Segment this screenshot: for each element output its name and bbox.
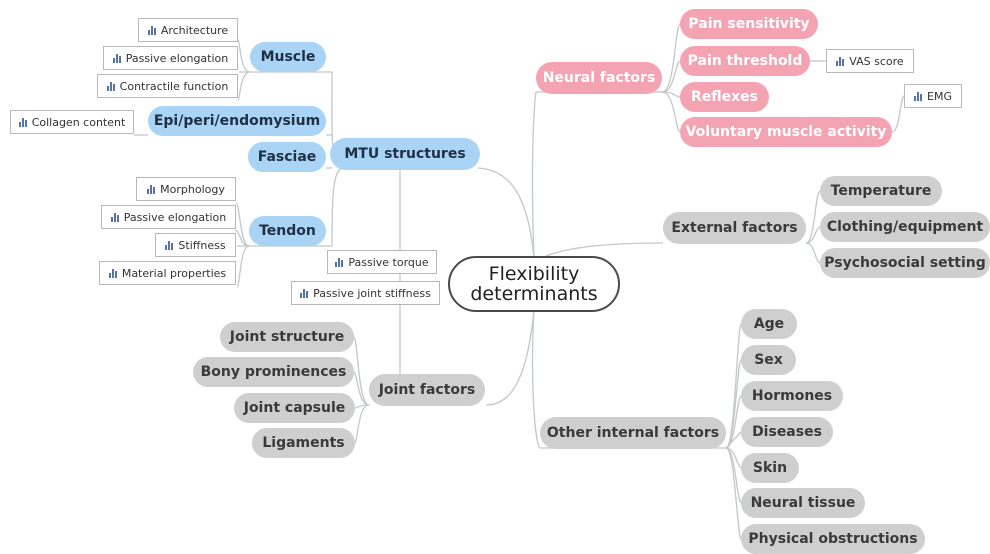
central-topic-line2: determinants [470, 283, 598, 305]
chart-icon [335, 257, 344, 267]
note-contractile-function[interactable]: Contractile function [97, 74, 238, 98]
chart-icon [110, 212, 120, 222]
pain-threshold-node[interactable]: Pain threshold [680, 46, 810, 76]
joint-factors-node[interactable]: Joint factors [369, 374, 485, 406]
note-label: Morphology [160, 182, 225, 196]
temperature-node[interactable]: Temperature [820, 176, 942, 206]
neural-tissue-node[interactable]: Neural tissue [741, 488, 865, 518]
voluntary-muscle-activity-node[interactable]: Voluntary muscle activity [680, 117, 892, 147]
note-label: Passive elongation [123, 210, 227, 224]
note-label: Stiffness [178, 238, 226, 252]
note-label: Passive elongation [125, 51, 229, 65]
note-material-properties[interactable]: Material properties [99, 261, 236, 285]
mtu-structures-node[interactable]: MTU structures [330, 138, 480, 170]
psychosocial-setting-node[interactable]: Psychosocial setting [820, 248, 990, 278]
clothing-equipment-node[interactable]: Clothing/equipment [820, 212, 990, 242]
chart-icon [165, 240, 174, 250]
note-architecture[interactable]: Architecture [138, 18, 238, 42]
note-muscle-passive-elongation[interactable]: Passive elongation [103, 46, 238, 70]
chart-icon [18, 117, 28, 127]
note-tendon-passive-elongation[interactable]: Passive elongation [101, 205, 236, 229]
note-label: Passive joint stiffness [313, 286, 431, 300]
note-label: Collagen content [31, 115, 126, 129]
note-passive-torque[interactable]: Passive torque [327, 250, 437, 274]
chart-icon [300, 288, 309, 298]
note-label: Passive torque [348, 255, 429, 269]
note-label: EMG [927, 89, 952, 103]
diseases-node[interactable]: Diseases [741, 417, 833, 447]
note-collagen-content[interactable]: Collagen content [10, 110, 134, 134]
external-factors-node[interactable]: External factors [663, 212, 806, 244]
note-label: VAS score [849, 54, 904, 68]
chart-icon [147, 25, 157, 35]
skin-node[interactable]: Skin [741, 453, 799, 483]
sex-node[interactable]: Sex [741, 345, 796, 375]
joint-capsule-node[interactable]: Joint capsule [234, 393, 355, 423]
note-morphology[interactable]: Morphology [136, 177, 236, 201]
physical-obstructions-node[interactable]: Physical obstructions [741, 524, 925, 554]
ligaments-node[interactable]: Ligaments [252, 428, 355, 458]
tendon-node[interactable]: Tendon [249, 216, 326, 246]
chart-icon [914, 91, 923, 101]
chart-icon [147, 184, 156, 194]
fasciae-node[interactable]: Fasciae [248, 142, 326, 172]
neural-factors-node[interactable]: Neural factors [536, 62, 662, 94]
note-vas-score[interactable]: VAS score [826, 49, 914, 73]
muscle-node[interactable]: Muscle [250, 42, 326, 72]
pain-sensitivity-node[interactable]: Pain sensitivity [680, 9, 818, 39]
chart-icon [108, 268, 118, 278]
note-stiffness[interactable]: Stiffness [155, 233, 236, 257]
bony-prominences-node[interactable]: Bony prominences [193, 357, 354, 387]
epimysium-node[interactable]: Epi/peri/endomysium [148, 106, 326, 136]
central-topic[interactable]: Flexibility determinants [448, 256, 620, 312]
chart-icon [112, 53, 122, 63]
chart-icon [836, 56, 845, 66]
reflexes-node[interactable]: Reflexes [680, 82, 769, 112]
other-internal-factors-node[interactable]: Other internal factors [540, 417, 726, 449]
joint-structure-node[interactable]: Joint structure [220, 322, 354, 352]
hormones-node[interactable]: Hormones [741, 381, 843, 411]
note-label: Material properties [121, 266, 227, 280]
note-passive-joint-stiffness[interactable]: Passive joint stiffness [291, 281, 440, 305]
age-node[interactable]: Age [741, 309, 797, 339]
central-topic-line1: Flexibility [488, 263, 580, 285]
note-label: Contractile function [119, 79, 229, 93]
chart-icon [106, 81, 116, 91]
note-emg[interactable]: EMG [904, 84, 962, 108]
note-label: Architecture [160, 23, 229, 37]
